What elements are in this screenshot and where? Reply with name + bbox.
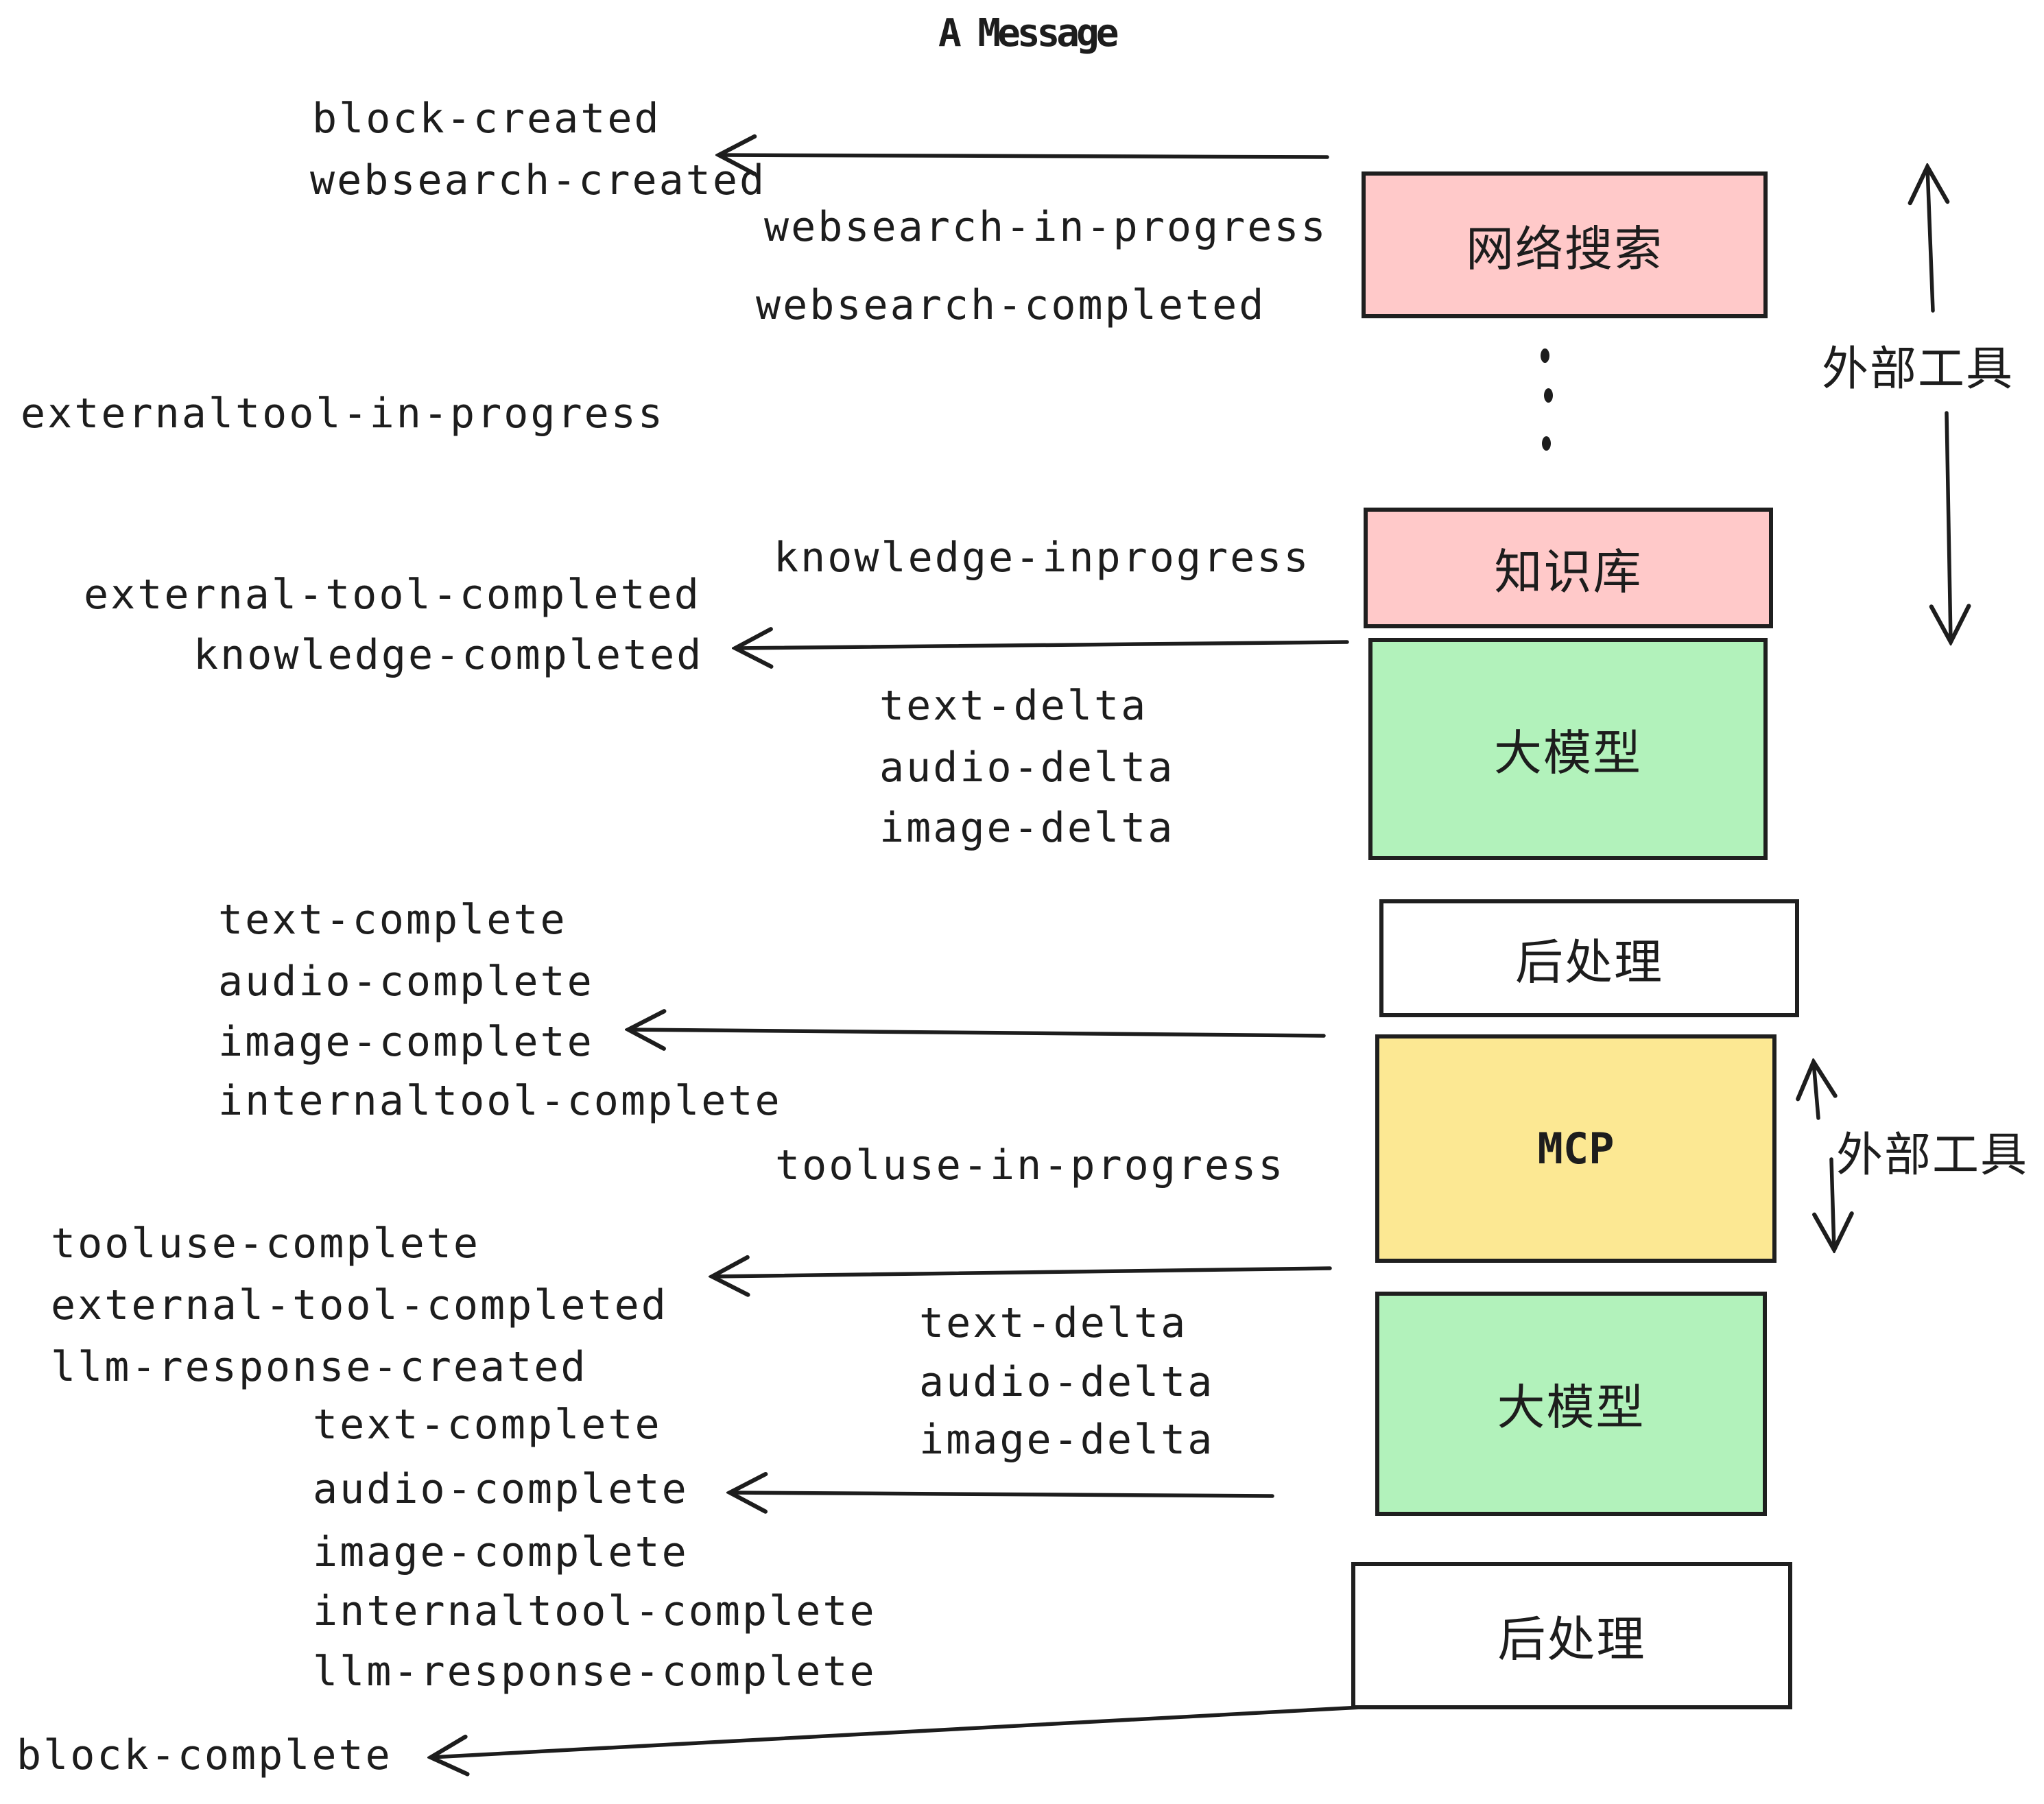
event-external-tool-completed-2: external-tool-completed xyxy=(51,1281,668,1329)
event-internaltool-complete-2: internaltool-complete xyxy=(313,1587,877,1635)
box-mcp-label: MCP xyxy=(1537,1124,1615,1174)
vertical-ellipsis-dot xyxy=(1544,388,1553,403)
external-tools-bottom-up-arrow xyxy=(1814,1062,1818,1120)
event-block-complete: block-complete xyxy=(16,1731,392,1779)
arrow-llm-to-knowledge-completed xyxy=(735,642,1349,648)
event-tooluse-complete: tooluse-complete xyxy=(51,1220,480,1268)
box-llm-bottom: 大模型 xyxy=(1375,1292,1767,1516)
box-websearch-label: 网络搜索 xyxy=(1466,220,1663,277)
external-tools-top-down-arrow xyxy=(1947,411,1951,642)
event-tooluse-in-progress: tooluse-in-progress xyxy=(775,1141,1285,1189)
event-audio-delta: audio-delta xyxy=(879,744,1175,792)
box-llm-bottom-label: 大模型 xyxy=(1497,1379,1645,1436)
arrow-websearch-to-block-created xyxy=(719,155,1329,157)
event-websearch-completed: websearch-completed xyxy=(756,281,1266,329)
box-llm-top: 大模型 xyxy=(1368,638,1768,860)
side-label-external-tools-top: 外部工具 xyxy=(1822,342,2015,396)
event-websearch-created: websearch-created xyxy=(310,156,767,204)
event-block-created: block-created xyxy=(312,95,661,143)
event-text-delta: text-delta xyxy=(879,682,1148,730)
box-postprocess-bottom-label: 后处理 xyxy=(1497,1611,1646,1667)
arrow-llm2-to-tooluse-complete xyxy=(712,1268,1332,1277)
box-llm-top-label: 大模型 xyxy=(1494,724,1642,781)
event-external-tool-completed: external-tool-completed xyxy=(84,571,701,619)
box-mcp: MCP xyxy=(1375,1034,1776,1263)
event-image-complete: image-complete xyxy=(218,1018,594,1066)
arrow-mcp-to-image-complete xyxy=(628,1030,1326,1036)
vertical-ellipsis-dot xyxy=(1541,348,1549,363)
event-llm-response-created: llm-response-created xyxy=(51,1343,588,1391)
box-postprocess-bottom: 后处理 xyxy=(1351,1562,1792,1709)
event-knowledge-inprogress: knowledge-inprogress xyxy=(774,534,1311,582)
event-image-delta-2: image-delta xyxy=(919,1416,1215,1464)
event-text-complete-2: text-complete xyxy=(313,1401,662,1449)
event-text-delta-2: text-delta xyxy=(919,1299,1188,1347)
event-image-complete-2: image-complete xyxy=(313,1528,689,1576)
arrow-post2-to-block-complete xyxy=(431,1705,1364,1757)
vertical-ellipsis-dot xyxy=(1542,436,1551,451)
side-label-external-tools-bottom: 外部工具 xyxy=(1836,1128,2029,1183)
box-websearch: 网络搜索 xyxy=(1362,171,1768,318)
event-llm-response-complete: llm-response-complete xyxy=(313,1648,877,1696)
box-knowledge-label: 知识库 xyxy=(1494,543,1643,600)
event-internaltool-complete: internaltool-complete xyxy=(218,1077,782,1125)
event-audio-delta-2: audio-delta xyxy=(919,1358,1215,1406)
box-knowledge: 知识库 xyxy=(1364,508,1773,628)
event-audio-complete-2: audio-complete xyxy=(313,1465,689,1513)
external-tools-bottom-down-arrow xyxy=(1831,1157,1834,1250)
arrow-llm2-to-audio-complete xyxy=(730,1493,1274,1496)
box-postprocess-top-label: 后处理 xyxy=(1515,934,1663,990)
event-knowledge-completed: knowledge-completed xyxy=(193,631,704,679)
diagram-title: A Message xyxy=(938,11,1119,56)
event-websearch-in-progress: websearch-in-progress xyxy=(764,203,1328,251)
event-image-delta: image-delta xyxy=(879,804,1175,852)
event-text-complete: text-complete xyxy=(218,896,567,944)
box-postprocess-top: 后处理 xyxy=(1379,899,1799,1017)
external-tools-top-up-arrow xyxy=(1927,167,1933,313)
event-externaltool-in-progress: externaltool-in-progress xyxy=(21,390,665,438)
event-audio-complete: audio-complete xyxy=(218,958,594,1006)
